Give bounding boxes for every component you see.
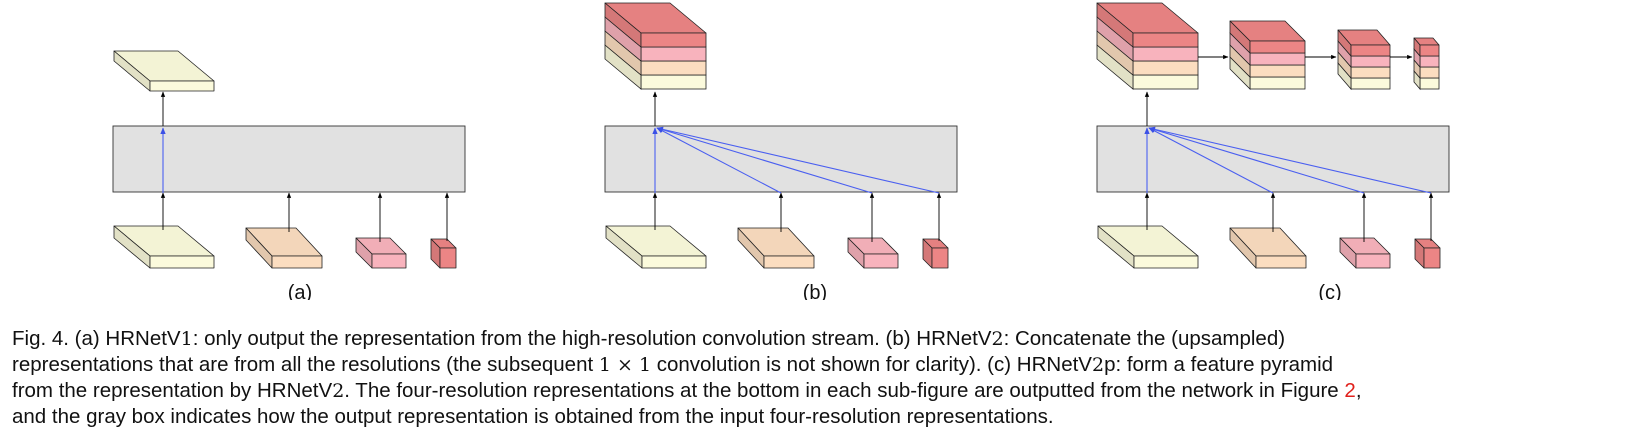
caption-text: from the representation by HRNetV: [12, 379, 333, 402]
output-representation: [113, 50, 215, 92]
panel-c: [1096, 2, 1450, 269]
stack-layer-4: [1096, 2, 1199, 48]
caption-text: convolution is not shown for clarity). (…: [651, 353, 1092, 376]
input-res-1: [605, 225, 707, 269]
subfigure-label-c: (c): [1318, 282, 1341, 300]
figure-reference-link[interactable]: 2: [1344, 379, 1356, 402]
caption-text: p: form a feature pyramid: [1104, 353, 1334, 376]
stack-layer-3: [1229, 32, 1306, 66]
caption-math: 2: [1091, 354, 1105, 376]
input-res-4: [922, 238, 949, 269]
panel-a: [112, 50, 466, 269]
subfigure-label-b: (b): [803, 282, 827, 300]
blue-arrow: [1148, 126, 1432, 194]
pyramid-level-4: [1413, 37, 1440, 91]
input-res-1: [113, 225, 215, 269]
concatenated-output: [604, 2, 707, 90]
blue-arrow: [1148, 127, 1274, 194]
input-res-3: [355, 237, 407, 269]
blue-arrow: [656, 127, 782, 194]
caption-text: representations that are from all the re…: [12, 353, 599, 376]
caption-text: : Concatenate the (upsampled): [1003, 327, 1286, 350]
caption-line-4: and the gray box indicates how the outpu…: [12, 405, 1054, 428]
subfigure-label-a: (a): [288, 282, 312, 300]
caption-text: : only output the representation from th…: [192, 327, 992, 350]
input-res-2: [245, 227, 323, 269]
input-res-2: [737, 227, 815, 269]
gray-box: [604, 125, 958, 193]
blue-arrow: [656, 127, 873, 194]
input-res-1: [1097, 225, 1199, 269]
caption-line-2: representations that are from all the re…: [12, 352, 1628, 378]
caption-math: 1 × 1: [598, 354, 652, 376]
pyramid-level-2: [1229, 20, 1306, 90]
panel-b: [604, 2, 958, 269]
input-res-3: [847, 237, 899, 269]
input-res-2: [1229, 227, 1307, 269]
caption-text: Fig. 4. (a) HRNetV: [12, 327, 181, 350]
input-res-4: [1414, 238, 1441, 269]
pyramid-level-3: [1337, 29, 1391, 91]
caption-text: ,: [1355, 379, 1362, 402]
caption-line-1: Fig. 4. (a) HRNetV1: only output the rep…: [12, 326, 1628, 352]
caption-math: 2: [991, 328, 1004, 350]
input-res-4: [430, 238, 457, 269]
pyramid-level-1: [1096, 2, 1199, 90]
stack-layer-4: [604, 2, 707, 48]
figure-caption: Fig. 4. (a) HRNetV1: only output the rep…: [12, 326, 1628, 430]
blue-arrow: [1148, 127, 1365, 194]
gray-box: [1096, 125, 1450, 193]
gray-box: [112, 125, 466, 193]
caption-math: 1: [180, 328, 193, 350]
input-res-3: [1339, 237, 1391, 269]
stack-layer-1: [1229, 56, 1306, 90]
hrnet-representation-figure: (a) (b) (c): [112, 2, 1450, 300]
blue-arrow: [656, 126, 940, 194]
stack-layer-4: [1413, 37, 1440, 57]
stack-layer-4: [1229, 20, 1306, 54]
caption-line-3: from the representation by HRNetV2. The …: [12, 378, 1628, 404]
caption-math: 2: [332, 380, 345, 402]
stack-layer-4: [1337, 29, 1391, 57]
caption-text: . The four-resolution representations at…: [344, 379, 1345, 402]
stack-layer-3: [604, 16, 707, 62]
